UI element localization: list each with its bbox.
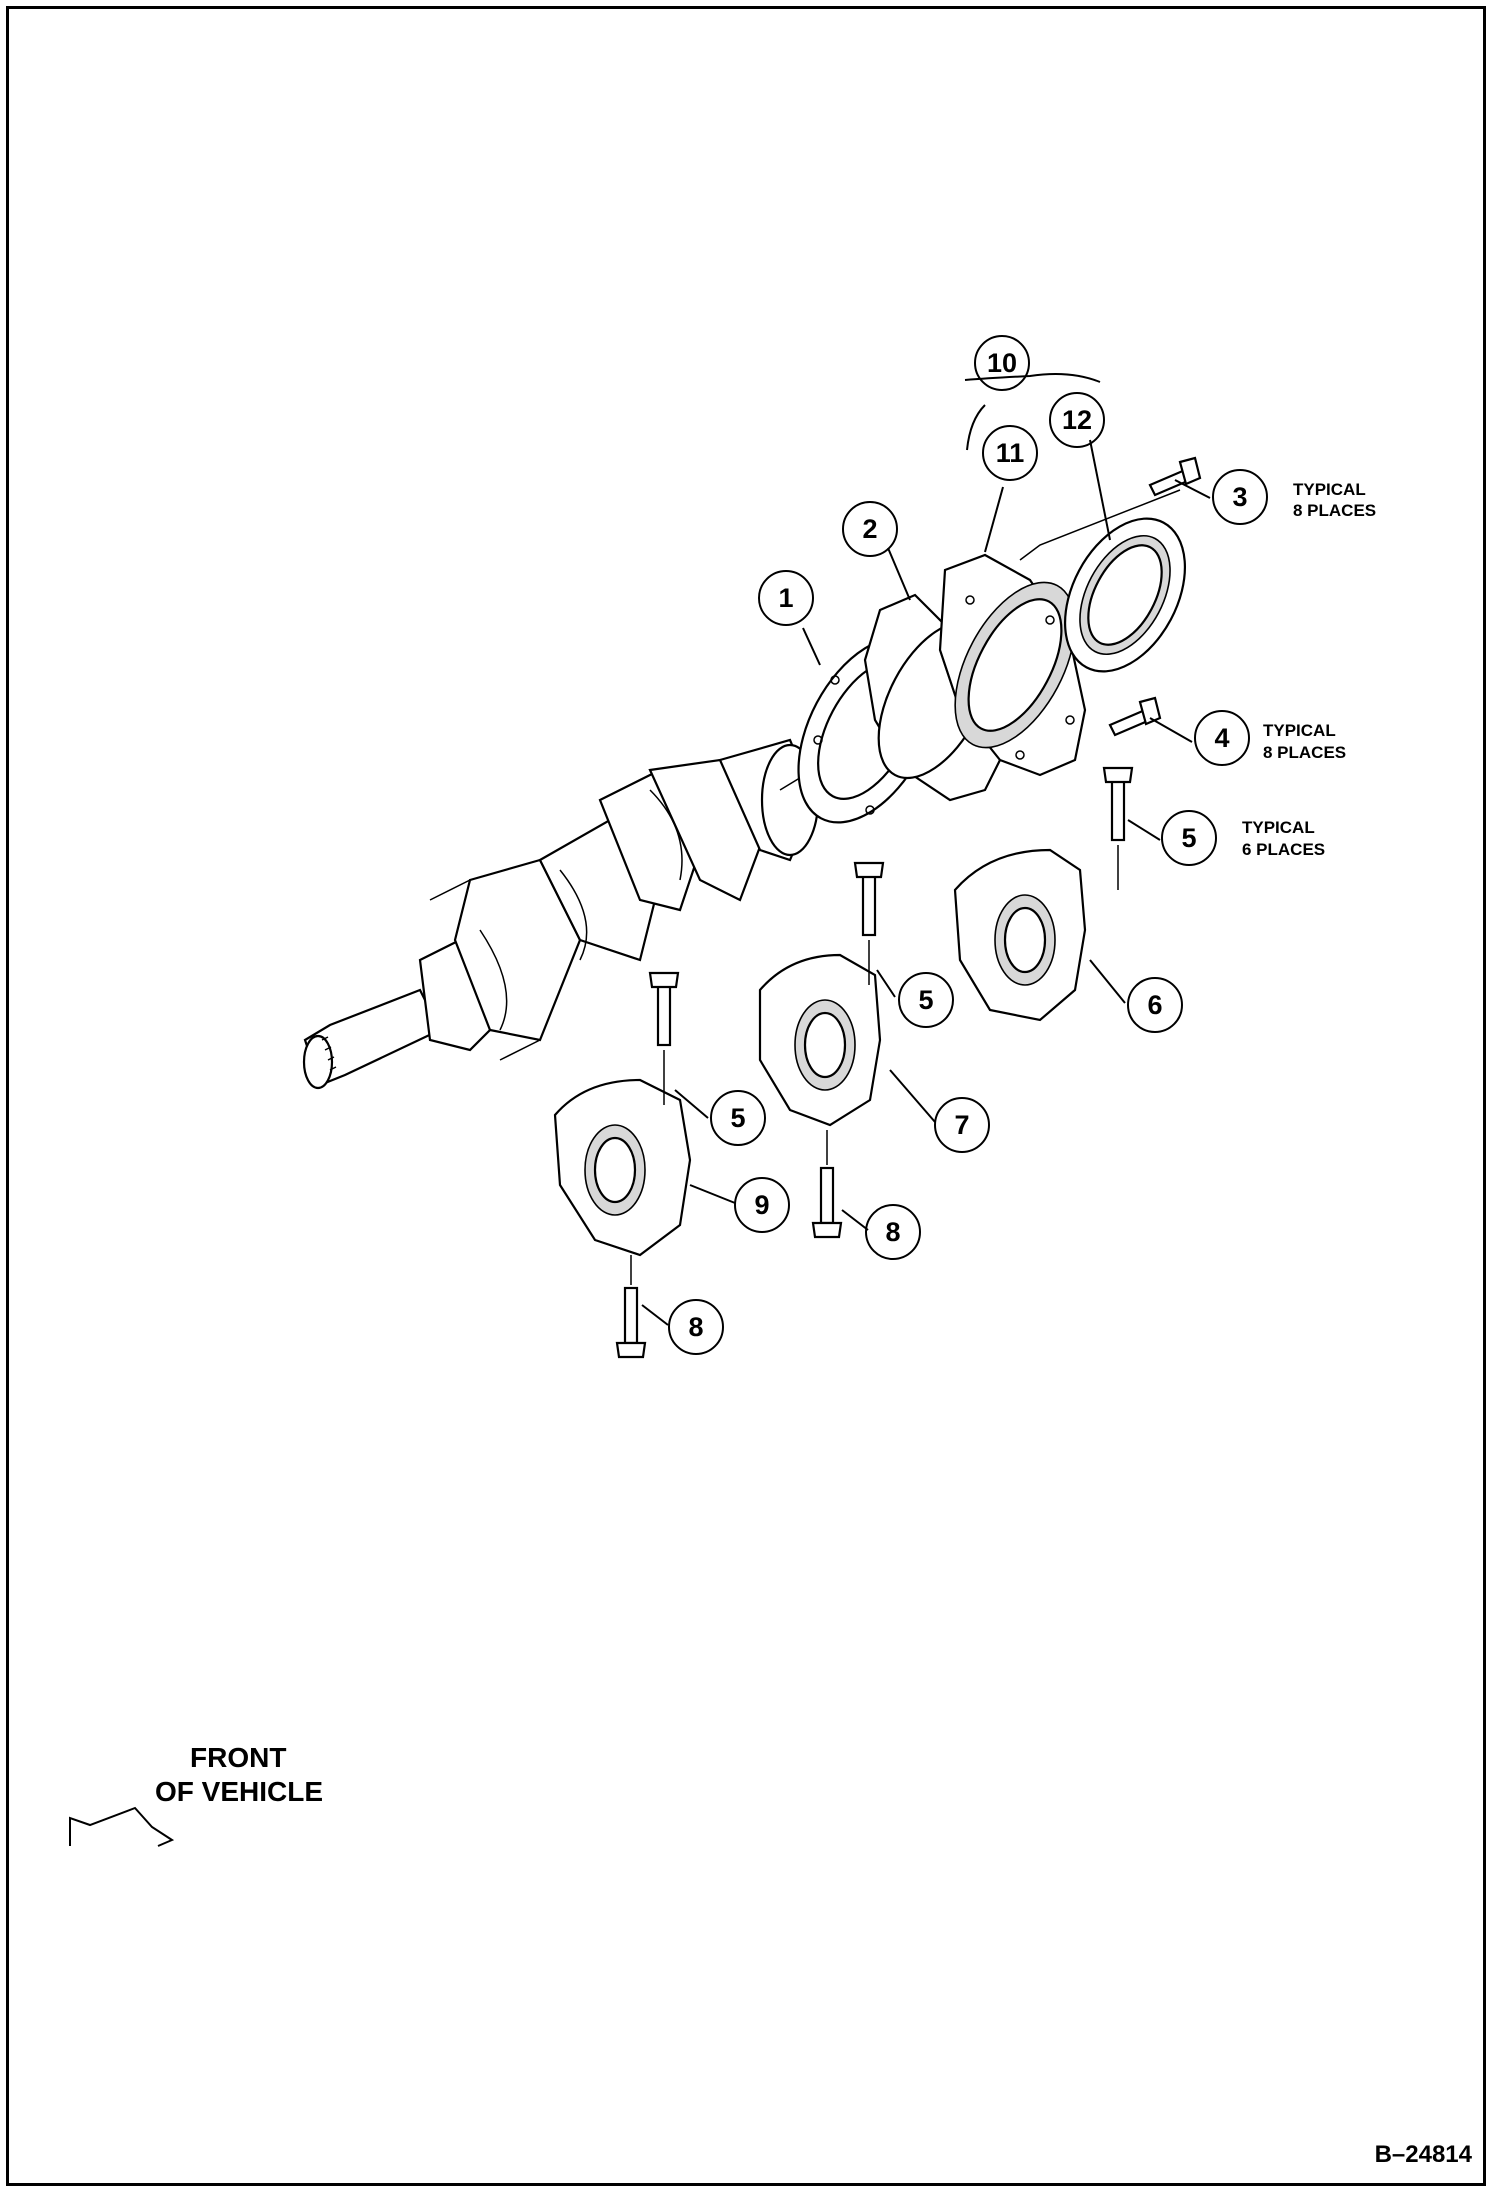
- crankshaft: [302, 738, 820, 1090]
- drawing-frame: [6, 6, 1486, 2186]
- svg-text:7: 7: [954, 1110, 969, 1140]
- callouts: 1 2 3 4 5 5 5 6 7 8 8 9 10 11 12: [668, 335, 1268, 1355]
- svg-text:9: 9: [754, 1190, 769, 1220]
- svg-text:1: 1: [778, 583, 793, 613]
- callout-6: 6: [1127, 977, 1183, 1033]
- bolt-4: [1108, 696, 1162, 737]
- callout-7: 7: [934, 1097, 990, 1153]
- svg-text:4: 4: [1214, 723, 1229, 753]
- callout-2: 2: [842, 501, 898, 557]
- svg-text:6: 6: [1147, 990, 1162, 1020]
- notes: TYPICAL 8 PLACES TYPICAL 8 PLACES TYPICA…: [1242, 480, 1376, 859]
- svg-text:5: 5: [1181, 823, 1196, 853]
- note-3-line2: 8 PLACES: [1293, 501, 1376, 520]
- retainer-11: [938, 553, 1087, 777]
- gasket-2: [863, 593, 1002, 802]
- callout-12: 12: [1049, 392, 1105, 448]
- note-4-line2: 8 PLACES: [1263, 743, 1346, 762]
- bolt-8-middle: [811, 1130, 843, 1239]
- callout-10: 10: [974, 335, 1030, 391]
- front-of-vehicle: FRONT OF VEHICLE: [69, 1742, 323, 1847]
- svg-text:12: 12: [1062, 405, 1092, 435]
- note-5-line2: 6 PLACES: [1242, 840, 1325, 859]
- bearing-cap-6: [953, 848, 1087, 1022]
- callout-3: 3: [1212, 469, 1268, 525]
- front-line1: FRONT: [190, 1742, 286, 1773]
- bearing-cap-9: [553, 1078, 692, 1257]
- svg-text:8: 8: [885, 1217, 900, 1247]
- front-line2: OF VEHICLE: [155, 1776, 323, 1807]
- note-5-line1: TYPICAL: [1242, 818, 1315, 837]
- svg-text:5: 5: [918, 985, 933, 1015]
- bearing-cap-7: [758, 953, 882, 1127]
- svg-text:2: 2: [862, 514, 877, 544]
- svg-text:5: 5: [730, 1103, 745, 1133]
- svg-text:3: 3: [1232, 482, 1247, 512]
- callout-9: 9: [734, 1177, 790, 1233]
- callout-5-left: 5: [710, 1090, 766, 1146]
- callout-8-middle: 8: [865, 1204, 921, 1260]
- callout-1: 1: [758, 570, 814, 626]
- callout-11: 11: [982, 425, 1038, 481]
- leader-12-axis: [1019, 489, 1181, 561]
- bolt-5-right: [1102, 766, 1134, 890]
- callout-8-left: 8: [668, 1299, 724, 1355]
- front-arrow-icon: [69, 1806, 175, 1847]
- bolt-5-middle: [853, 861, 885, 985]
- seal-12: [1063, 517, 1187, 673]
- note-3-line1: TYPICAL: [1293, 480, 1366, 499]
- svg-text:8: 8: [688, 1312, 703, 1342]
- callout-4: 4: [1194, 710, 1250, 766]
- note-4-line1: TYPICAL: [1263, 721, 1336, 740]
- bolt-5-left: [648, 971, 680, 1105]
- callout-5-middle: 5: [898, 972, 954, 1028]
- figure-id: B–24814: [1375, 2141, 1473, 2168]
- bolt-3: [1148, 456, 1202, 497]
- svg-text:11: 11: [996, 438, 1025, 468]
- callout-5-right: 5: [1161, 810, 1217, 866]
- svg-text:10: 10: [987, 348, 1017, 378]
- bolt-8-left: [615, 1255, 647, 1359]
